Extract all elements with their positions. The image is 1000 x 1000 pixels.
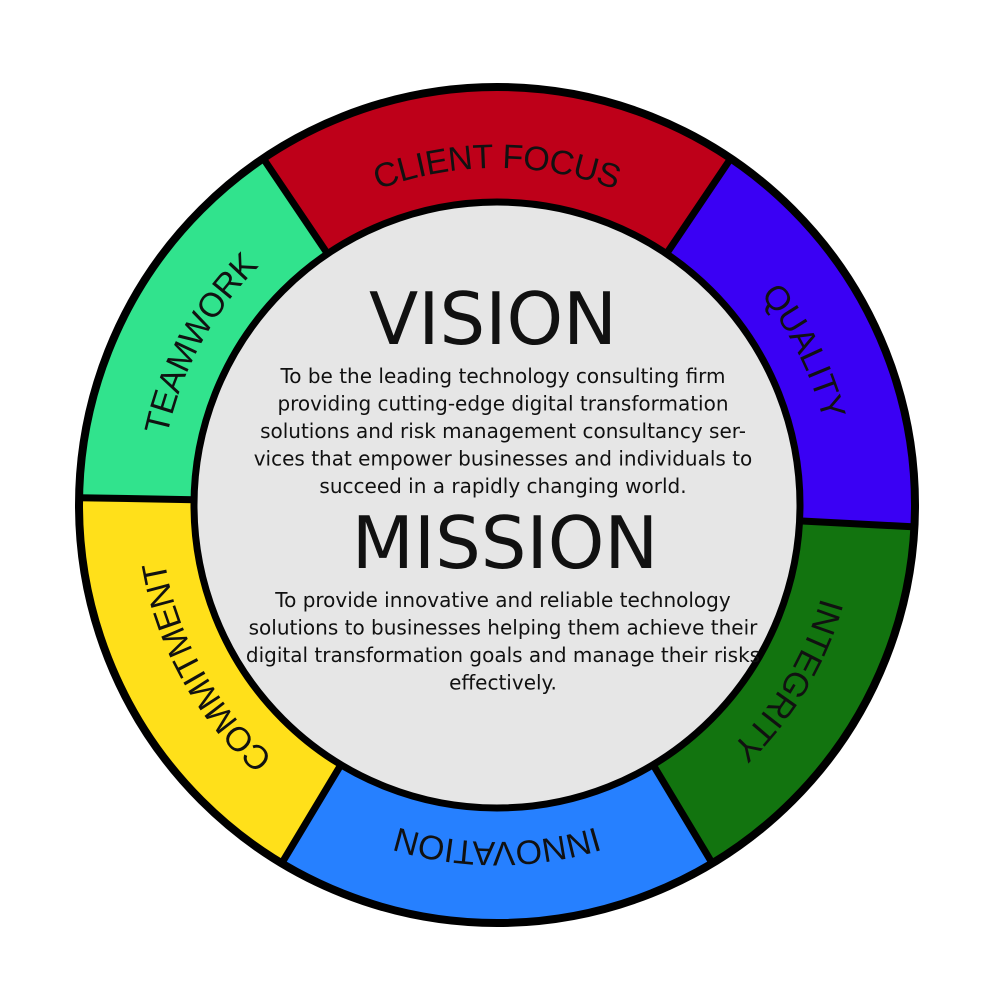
outer-ring-outline (75, 83, 919, 927)
mission-statement-line: To provide innovative and reliable techn… (274, 588, 731, 612)
separator-line (260, 156, 331, 256)
vision-title: VISION (369, 277, 617, 361)
segment-client-focus (263, 86, 731, 254)
separator-line (79, 494, 195, 504)
center-text: VISION To be the leading technology cons… (246, 277, 760, 695)
center-disc (190, 198, 804, 812)
mission-statement-line: effectively. (449, 671, 557, 695)
segments-ring (79, 86, 915, 923)
segment-innovation (281, 764, 713, 923)
segment-quality (666, 158, 915, 527)
segment-commitment (79, 497, 341, 864)
vision-statement-line: succeed in a rapidly changing world. (319, 474, 686, 498)
segment-integrity (653, 520, 915, 864)
segment-teamwork (79, 158, 328, 500)
vision-statement-line: To be the leading technology consulting … (279, 364, 725, 388)
separator-line (799, 517, 915, 531)
vision-statement-line: solutions and risk management consultanc… (260, 419, 746, 443)
mission-statement-line: solutions to businesses helping them ach… (249, 616, 759, 640)
separator-line (278, 762, 344, 866)
mission-statement: To provide innovative and reliable techn… (246, 588, 760, 695)
vision-statement-line: providing cutting-edge digital transform… (277, 392, 728, 416)
segment-separators (79, 156, 915, 866)
mission-title: MISSION (352, 501, 659, 585)
separator-line (663, 156, 734, 256)
vision-statement-line: vices that empower businesses and indivi… (254, 447, 753, 471)
mission-statement-line: digital transformation goals and manage … (246, 643, 760, 667)
separator-line (650, 762, 716, 866)
vision-statement: To be the leading technology consulting … (254, 364, 753, 498)
